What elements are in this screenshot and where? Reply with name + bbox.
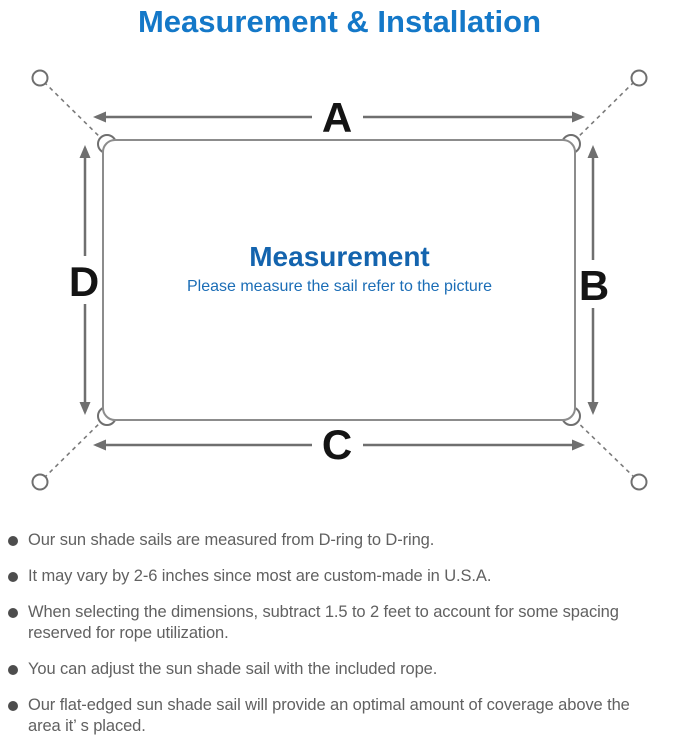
dimension-label-a: A bbox=[322, 94, 352, 141]
sail-rectangle bbox=[102, 139, 576, 421]
list-item-text: You can adjust the sun shade sail with t… bbox=[28, 660, 438, 678]
list-item: You can adjust the sun shade sail with t… bbox=[8, 659, 663, 680]
bullet-icon bbox=[8, 608, 18, 618]
measurement-diagram: A C D B Measurement Please measure the s… bbox=[0, 48, 679, 510]
anchor-point-bottom-right bbox=[630, 473, 648, 491]
list-item-text: When selecting the dimensions, subtract … bbox=[28, 603, 619, 642]
list-item: Our flat-edged sun shade sail will provi… bbox=[8, 695, 663, 737]
list-item-text: Our sun shade sails are measured from D-… bbox=[28, 531, 435, 549]
bullet-icon bbox=[8, 701, 18, 711]
bullet-icon bbox=[8, 572, 18, 582]
anchor-point-bottom-left bbox=[31, 473, 49, 491]
rope-dashed-line-top-left bbox=[43, 81, 110, 147]
dimension-label-d: D bbox=[69, 258, 99, 305]
instruction-list: Our sun shade sails are measured from D-… bbox=[0, 530, 679, 737]
rope-dashed-line-top-right bbox=[568, 81, 635, 147]
anchor-point-top-left bbox=[31, 69, 49, 87]
list-item-text: Our flat-edged sun shade sail will provi… bbox=[28, 696, 630, 735]
dimension-label-b: B bbox=[579, 262, 609, 309]
list-item: It may vary by 2-6 inches since most are… bbox=[8, 566, 663, 587]
list-item: Our sun shade sails are measured from D-… bbox=[8, 530, 663, 551]
bullet-icon bbox=[8, 536, 18, 546]
list-item: When selecting the dimensions, subtract … bbox=[8, 602, 663, 644]
page-title: Measurement & Installation bbox=[137, 4, 542, 39]
sail-diagram-canvas: A C D B bbox=[31, 69, 648, 491]
bullet-icon bbox=[8, 665, 18, 675]
anchor-point-top-right bbox=[630, 69, 648, 87]
list-item-text: It may vary by 2-6 inches since most are… bbox=[28, 567, 492, 585]
dimension-label-c: C bbox=[322, 421, 352, 468]
